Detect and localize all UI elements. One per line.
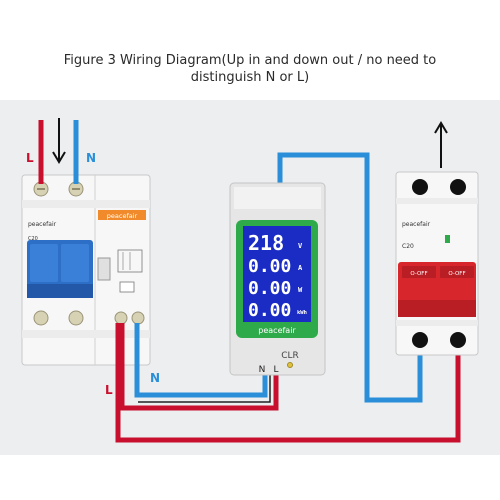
right-terminal-bottom-1 xyxy=(412,332,428,348)
energy-meter: 218 V 0.00 A 0.00 W 0.00 kWh peacefair C… xyxy=(229,182,326,376)
arrow-up-icon xyxy=(434,121,448,168)
figure-title: Figure 3 Wiring Diagram(Up in and down o… xyxy=(0,52,500,86)
voltage-unit: V xyxy=(298,242,303,250)
toggle-highlight xyxy=(30,244,58,282)
title-line-2: distinguish N or L) xyxy=(190,70,310,85)
live-wire-to-right-breaker xyxy=(115,323,461,443)
label-top-l: L xyxy=(26,151,34,165)
energy-unit: kWh xyxy=(297,310,307,316)
voltage-reading: 218 xyxy=(248,231,284,255)
rcd-orange-label xyxy=(98,210,146,220)
arrow-down-icon xyxy=(52,118,66,164)
rcd-test-label xyxy=(119,281,135,293)
rcd-schematic xyxy=(117,249,143,273)
power-unit: W xyxy=(298,286,303,294)
left-breaker-rating: C20 xyxy=(28,236,38,242)
title-line-1: Figure 3 Wiring Diagram(Up in and down o… xyxy=(63,53,437,68)
terminal-screw-bottom-l xyxy=(114,311,128,325)
clr-label: CLR xyxy=(281,351,299,361)
rcd-brand: peacefair xyxy=(107,212,138,220)
terminal-screw-bottom-1 xyxy=(33,310,49,326)
toggle-highlight xyxy=(61,244,89,282)
right-breaker-rating: C20 xyxy=(402,243,414,250)
neutral-wire-to-meter xyxy=(134,323,268,398)
live-wire-to-meter xyxy=(119,323,279,411)
toggle-cap xyxy=(440,266,474,278)
power-reading: 0.00 xyxy=(248,278,291,299)
terminal-screw-bottom-n xyxy=(131,311,145,325)
current-reading: 0.00 xyxy=(248,256,291,277)
left-breaker-top-ridge xyxy=(22,200,150,208)
meter-brand: peacefair xyxy=(258,326,296,335)
meter-terminal-l: L xyxy=(273,365,278,375)
current-unit: A xyxy=(298,264,303,272)
left-breaker-brand: peacefair xyxy=(28,221,57,228)
meter-display xyxy=(243,226,311,322)
energy-reading: 0.00 xyxy=(248,300,291,321)
right-terminal-bottom-2 xyxy=(450,332,466,348)
clr-button[interactable] xyxy=(287,362,293,368)
toggle-bar xyxy=(398,300,476,317)
meter-terminal-n: N xyxy=(259,365,266,375)
toggle-bar xyxy=(27,284,93,298)
right-terminal-top-1 xyxy=(412,179,428,195)
right-breaker-brand: peacefair xyxy=(402,221,431,228)
terminal-screw-bottom-2 xyxy=(68,310,84,326)
meter-signal-wire xyxy=(138,370,271,403)
off-label-left: O-OFF xyxy=(410,271,427,277)
label-bottom-n: N xyxy=(150,371,160,385)
meter-top-ridge xyxy=(234,187,321,209)
left-breaker: peacefair C20 peacefair xyxy=(21,174,151,366)
right-breaker: peacefair C20 O-OFF O-OFF xyxy=(395,171,479,356)
right-breaker-top-ridge xyxy=(396,198,478,204)
left-breaker-bottom-ridge xyxy=(22,330,150,338)
right-terminal-top-2 xyxy=(450,179,466,195)
toggle-cap xyxy=(402,266,436,278)
off-label-right: O-OFF xyxy=(448,271,465,277)
label-bottom-l: L xyxy=(105,383,113,397)
right-breaker-bottom-ridge xyxy=(396,320,478,326)
label-top-n: N xyxy=(86,151,96,165)
neutral-wire-to-right-breaker xyxy=(277,152,423,403)
rcd-test-button[interactable] xyxy=(97,257,111,281)
right-breaker-indicator xyxy=(445,235,450,243)
